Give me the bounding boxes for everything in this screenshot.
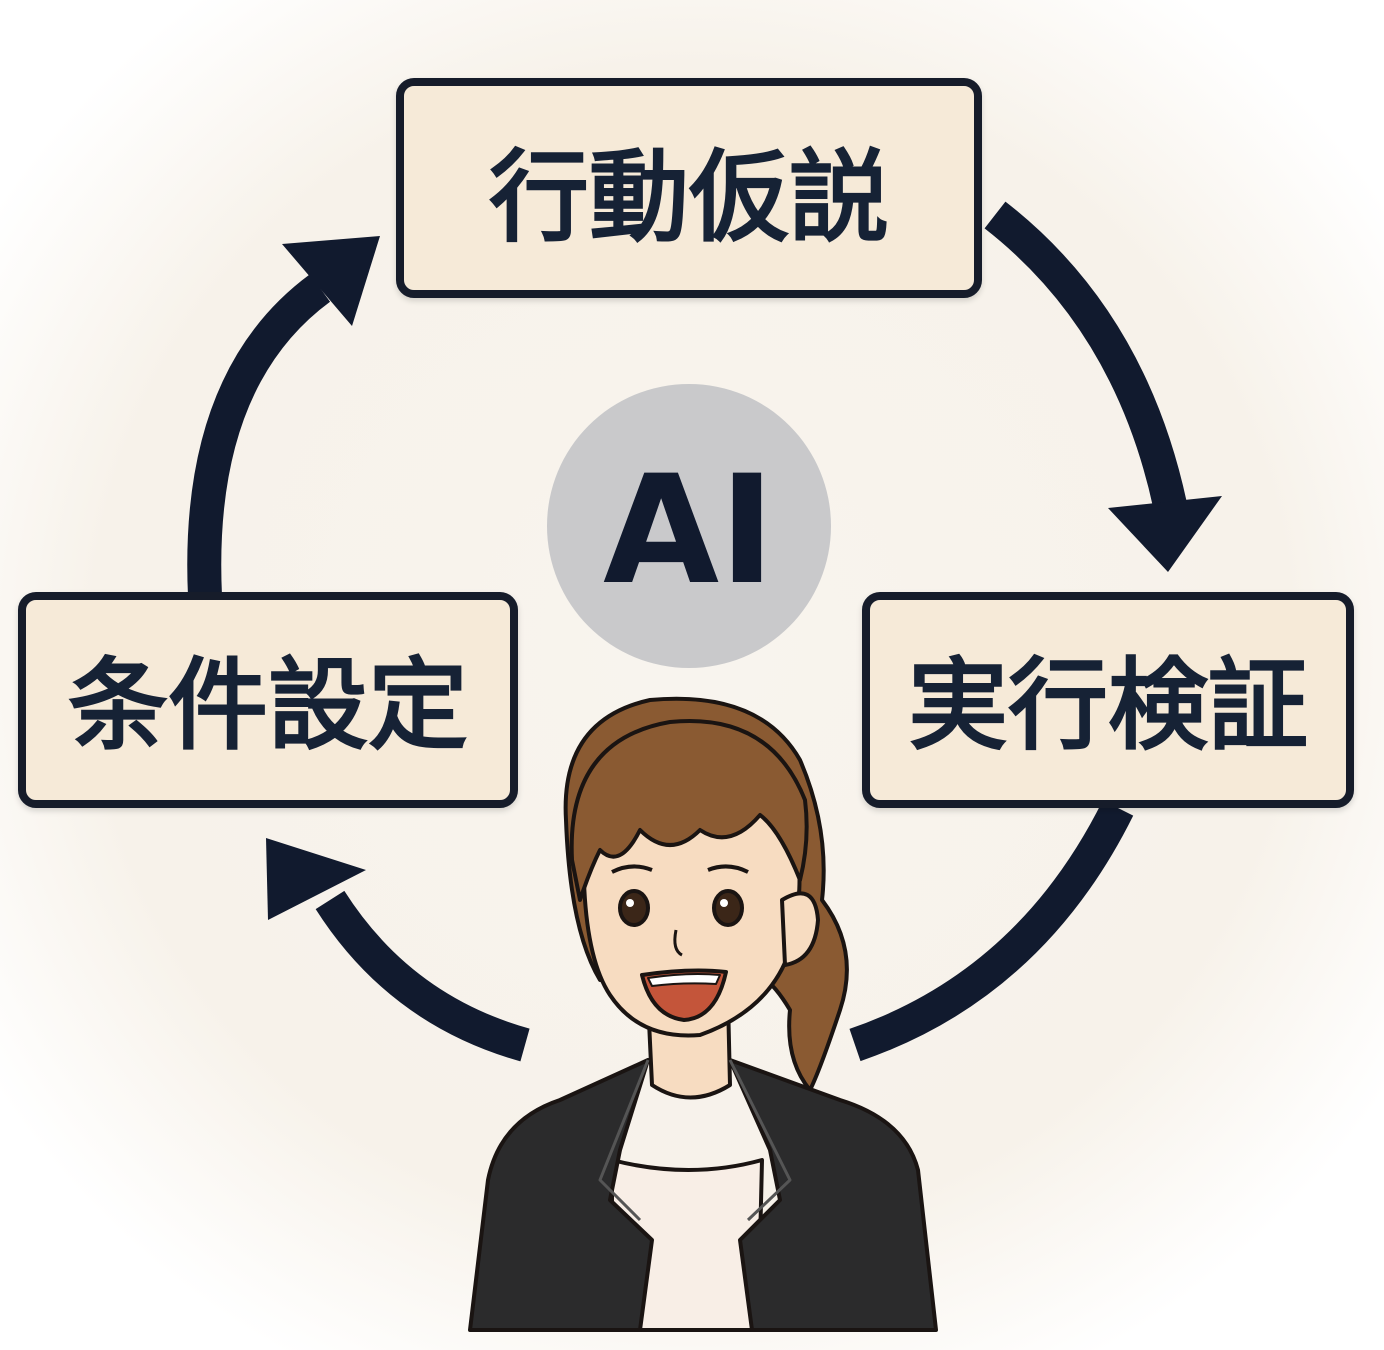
lapel-left (598, 1059, 650, 1222)
brow-right (707, 864, 749, 874)
hair-bangs (569, 719, 809, 902)
ear (780, 891, 820, 967)
eye-left-highlight (626, 899, 634, 907)
ai-label: AI (603, 444, 775, 618)
arrow-bottom-to-left (315, 890, 530, 1062)
arrowhead-top (282, 236, 380, 326)
node-right-label: 実行検証 (908, 647, 1308, 764)
node-left-label: 条件設定 (68, 647, 468, 764)
eye-right (712, 889, 744, 927)
node-top-box (396, 78, 982, 298)
arrow-left-to-top (187, 274, 331, 597)
node-left: 条件設定 (18, 592, 518, 808)
ai-center: AI (547, 384, 831, 668)
node-right: 実行検証 (862, 592, 1354, 808)
jacket-left (468, 1058, 654, 1332)
teeth (647, 973, 721, 987)
arrowhead-right (1108, 496, 1222, 572)
nose (673, 929, 683, 957)
brow-left (611, 864, 653, 874)
node-left-box (18, 592, 518, 808)
arrow-right-to-bottom (849, 800, 1134, 1062)
jacket-right (728, 1058, 938, 1332)
woman-illustration (468, 696, 938, 1332)
arrowhead-left (266, 838, 366, 920)
lapel-right (728, 1059, 792, 1222)
node-right-box (862, 592, 1354, 808)
node-top-label: 行動仮説 (489, 139, 889, 256)
ai-circle (547, 384, 831, 668)
inner-top (610, 1158, 764, 1332)
eye-left (618, 889, 650, 927)
eye-right-highlight (720, 899, 728, 907)
arrow-top-to-right (984, 201, 1187, 509)
cycle-arrows (187, 201, 1222, 1062)
node-top: 行動仮説 (396, 78, 982, 298)
